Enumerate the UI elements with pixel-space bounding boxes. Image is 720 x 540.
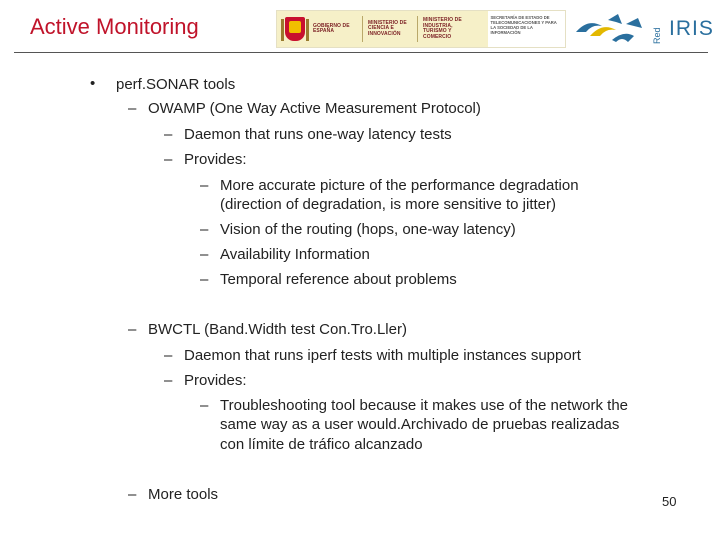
dash-marker: – xyxy=(164,126,173,143)
bullet-troubleshooting-cont1: same way as a user would.Archivado de pr… xyxy=(220,416,620,433)
bullet-owamp-provides: Provides: xyxy=(184,151,247,168)
gobierno-label: GOBIERNO DE ESPAÑA xyxy=(313,22,350,34)
bullet-bwctl-daemon: Daemon that runs iperf tests with multip… xyxy=(184,347,581,364)
bullet-owamp: OWAMP (One Way Active Measurement Protoc… xyxy=(148,100,481,117)
bullet-owamp-daemon: Daemon that runs one-way latency tests xyxy=(184,126,452,143)
dash-marker: – xyxy=(200,397,209,414)
dash-marker: – xyxy=(128,321,137,338)
ministerio-industria-label: MINISTERIO DE INDUSTRIA, TURISMO Y COMER… xyxy=(423,17,462,40)
dash-marker: – xyxy=(128,486,137,503)
bullet-perfsonar: perf.SONAR tools xyxy=(116,76,236,93)
page-number: 50 xyxy=(662,494,677,509)
dash-marker: – xyxy=(200,246,209,263)
bullet-troubleshooting-cont2: con límite de tráfico alcanzado xyxy=(220,436,423,453)
dash-marker: – xyxy=(200,221,209,238)
rediris-logo: Red IRIS xyxy=(572,10,713,48)
bullet-bwctl-provides: Provides: xyxy=(184,372,247,389)
bullet-marker: • xyxy=(90,75,96,92)
ministerio-ciencia-label: MINISTERIO DE CIENCIA E INNOVACIÓN xyxy=(368,19,407,37)
dash-marker: – xyxy=(164,372,173,389)
rediris-symbol-icon xyxy=(576,14,642,42)
slide-title: Active Monitoring xyxy=(30,14,199,39)
dash-marker: – xyxy=(164,347,173,364)
bullet-availability: Availability Information xyxy=(220,246,370,263)
title-divider xyxy=(14,52,708,53)
dash-marker: – xyxy=(200,271,209,288)
dash-marker: – xyxy=(200,177,209,194)
bullet-temporal-reference: Temporal reference about problems xyxy=(220,271,457,288)
government-logo: GOBIERNO DE ESPAÑA MINISTERIO DE CIENCIA… xyxy=(276,10,566,48)
secretaria-label: SECRETARÍA DE ESTADO DE TELECOMUNICACION… xyxy=(487,11,565,47)
rediris-iris-label: IRIS xyxy=(669,17,714,40)
bullet-bwctl: BWCTL (Band.Width test Con.Tro.Ller) xyxy=(148,321,407,338)
dash-marker: – xyxy=(164,151,173,168)
dash-marker: – xyxy=(128,100,137,117)
bullet-troubleshooting: Troubleshooting tool because it makes us… xyxy=(220,397,629,414)
bullet-accurate-picture: More accurate picture of the performance… xyxy=(220,177,579,194)
bullet-vision-routing: Vision of the routing (hops, one-way lat… xyxy=(220,221,516,238)
rediris-red-label: Red xyxy=(652,27,662,44)
bullet-more-tools: More tools xyxy=(148,486,219,503)
bullet-accurate-picture-cont: (direction of degradation, is more sensi… xyxy=(220,196,556,213)
spain-crest-icon xyxy=(281,13,309,45)
gobierno-band: GOBIERNO DE ESPAÑA MINISTERIO DE CIENCIA… xyxy=(277,11,488,47)
